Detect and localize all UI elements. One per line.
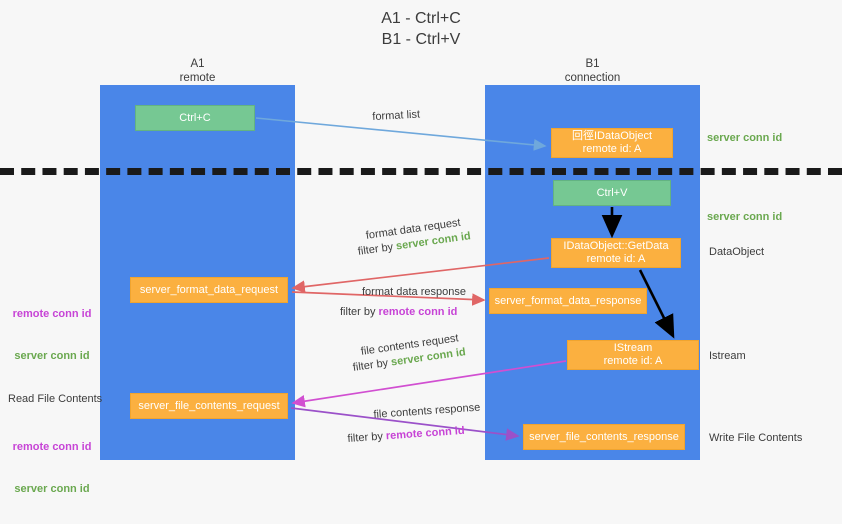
box-server-format-data-request[interactable]: server_format_data_request [130, 277, 288, 303]
annotation-conn-ids-lower: remote conn id server conn id [8, 412, 96, 524]
box-server-file-contents-request[interactable]: server_file_contents_request [130, 393, 288, 419]
label-file-contents-response: file contents response [373, 401, 481, 421]
label-file-contents-response-filter: filter by remote conn id [347, 424, 465, 446]
label-format-data-response: format data response [362, 286, 466, 298]
filter-prefix: filter by [340, 306, 379, 318]
diagram-canvas: A1 - Ctrl+C B1 - Ctrl+V A1 remote B1 con… [0, 10, 842, 495]
filter-prefix: filter by [357, 240, 397, 258]
annotation-dataobject: DataObject [709, 246, 765, 258]
lane-header-a1: A1 remote [179, 58, 216, 84]
filter-value-remote-conn-id: remote conn id [385, 424, 465, 443]
label-format-data-response-filter: filter by remote conn id [340, 305, 457, 319]
filter-prefix: filter by [347, 430, 387, 445]
filter-value-remote-conn-id: remote conn id [378, 306, 458, 318]
filter-prefix: filter by [352, 356, 392, 374]
box-ctrl-c[interactable]: Ctrl+C [135, 105, 255, 131]
page-title: A1 - Ctrl+C B1 - Ctrl+V [381, 10, 461, 48]
box-idataobject-getdata[interactable]: IDataObject::GetData remote id: A [551, 238, 681, 268]
annotation-istream: Istream [709, 350, 746, 362]
annotation-remote-conn-id: remote conn id [12, 441, 92, 453]
annotation-server-conn-id: server conn id [14, 483, 90, 495]
box-istream-remote[interactable]: IStream remote id: A [567, 340, 699, 370]
section-divider [0, 168, 842, 175]
box-ctrl-v[interactable]: Ctrl+V [553, 180, 671, 206]
box-server-file-contents-response[interactable]: server_file_contents_response [523, 424, 685, 450]
annotation-write-file-contents: Write File Contents [709, 432, 803, 444]
box-server-format-data-response[interactable]: server_format_data_response [489, 288, 647, 314]
annotation-read-file-contents: Read File Contents [8, 393, 103, 405]
annotation-server-conn-id-top: server conn id [707, 132, 783, 144]
label-format-list: format list [372, 108, 421, 123]
annotation-server-conn-id: server conn id [14, 350, 90, 362]
lane-header-b1: B1 connection [564, 58, 621, 84]
annotation-conn-ids-upper: remote conn id server conn id [8, 279, 96, 391]
annotation-remote-conn-id: remote conn id [12, 308, 92, 320]
box-idataobject-remote[interactable]: 回徑IDataObject remote id: A [551, 128, 673, 158]
annotation-server-conn-id-mid: server conn id [707, 211, 783, 223]
